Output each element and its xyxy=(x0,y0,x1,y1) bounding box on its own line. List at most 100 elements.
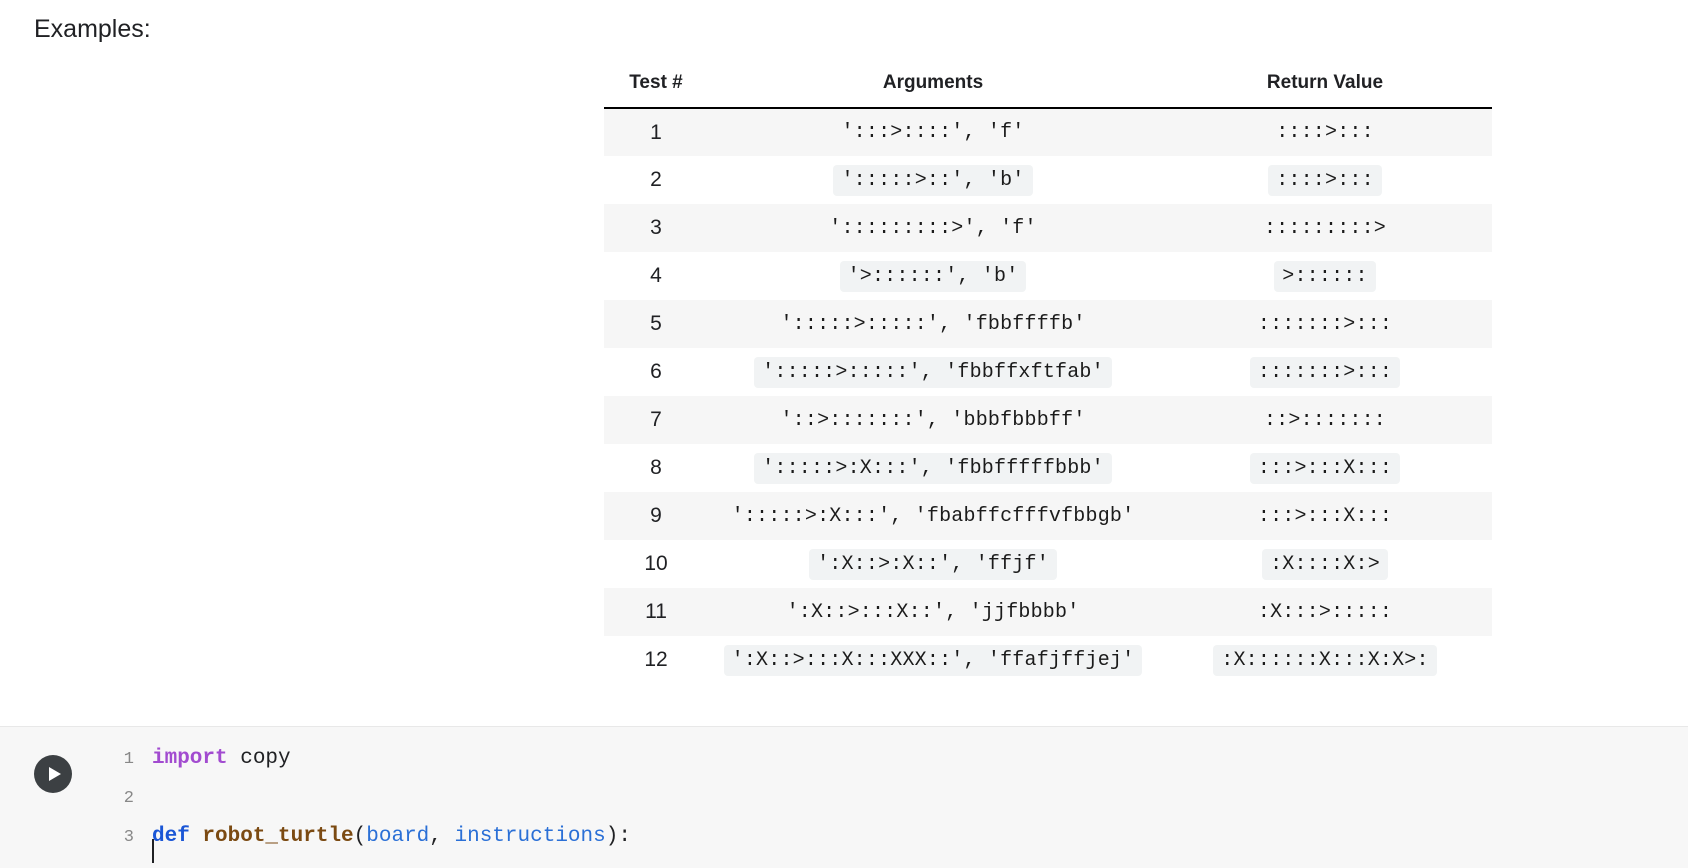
column-header-return-value: Return Value xyxy=(1158,72,1492,109)
code-token xyxy=(190,825,203,848)
arguments-code: ':::::>::', 'b' xyxy=(833,164,1033,196)
table-row: 11 ':X::>:::X::', 'jjfbbbb' :X:::>::::: xyxy=(604,588,1492,636)
code-token: copy xyxy=(227,747,291,770)
cell-test-number: 10 xyxy=(644,552,668,575)
return-value-code: :::>:::X::: xyxy=(1249,452,1401,484)
cell-test-number: 4 xyxy=(650,264,662,287)
cell-arguments: ':::::>:::::', 'fbbffffb' xyxy=(708,300,1158,348)
cell-return-value: :::>:::X::: xyxy=(1158,492,1492,540)
code-token: def xyxy=(152,825,190,848)
table-row: 10 ':X::>:X::', 'ffjf' :X::::X:> xyxy=(604,540,1492,588)
cell-return-value: :::>:::X::: xyxy=(1158,444,1492,492)
table-row: 2 ':::::>::', 'b'::::>::: xyxy=(604,156,1492,204)
code-token: import xyxy=(152,747,228,770)
cell-return-value: :X::::::X:::X:X>: xyxy=(1158,636,1492,684)
arguments-code: ':X::>:::X:::XXX::', 'ffafjffjej' xyxy=(723,644,1143,676)
cell-arguments: ':X::>:::X:::XXX::', 'ffafjffjej' xyxy=(708,636,1158,684)
arguments-code: ':X::>:::X::', 'jjfbbbb' xyxy=(786,600,1080,624)
return-value-code: :::::::>::: xyxy=(1257,312,1393,336)
text-caret xyxy=(152,839,154,863)
table-row: 9 ':::::>:X:::', 'fbabffcfffvfbbgb':::>::… xyxy=(604,492,1492,540)
cell-test-number: 8 xyxy=(650,456,662,479)
cell-arguments: ':::::>:::::', 'fbbffxftfab' xyxy=(708,348,1158,396)
cell-return-value: :X:::>::::: xyxy=(1158,588,1492,636)
arguments-code: '::>:::::::', 'bbbfbbbff' xyxy=(780,408,1086,432)
cell-test-number: 9 xyxy=(650,504,662,527)
code-editor[interactable]: 1 import copy 2 3 def robot_turtle(board, in… xyxy=(108,739,1688,856)
examples-table-container: Test # Arguments Return Value 1 ':::>::::… xyxy=(604,72,1492,684)
examples-heading: Examples: xyxy=(34,15,151,43)
cell-arguments: ':X::>:::X::', 'jjfbbbb' xyxy=(708,588,1158,636)
cell-return-value: :X::::X:> xyxy=(1158,540,1492,588)
cell-arguments: ':::::::::>', 'f' xyxy=(708,204,1158,252)
cell-return-value: ::>::::::: xyxy=(1158,396,1492,444)
code-line: 1 import copy xyxy=(108,739,1688,778)
arguments-code: '>::::::', 'b' xyxy=(839,260,1027,292)
table-row: 6 ':::::>:::::', 'fbbffxftfab':::::::>::: xyxy=(604,348,1492,396)
table-header-row: Test # Arguments Return Value xyxy=(604,72,1492,109)
table-body: 1 ':::>::::', 'f'::::>:::2 ':::::>::', 'b'… xyxy=(604,108,1492,684)
cell-test-number: 6 xyxy=(650,360,662,383)
code-token: ): xyxy=(605,825,631,848)
column-header-arguments: Arguments xyxy=(708,72,1158,109)
return-value-code: :X:::>::::: xyxy=(1257,600,1393,624)
table-header: Test # Arguments Return Value xyxy=(604,72,1492,109)
table-row: 5 ':::::>:::::', 'fbbffffb':::::::>::: xyxy=(604,300,1492,348)
cell-arguments: ':::>::::', 'f' xyxy=(708,108,1158,156)
table-row: 12 ':X::>:::X:::XXX::', 'ffafjffjej' :X:::… xyxy=(604,636,1492,684)
cell-arguments: '>::::::', 'b' xyxy=(708,252,1158,300)
cell-test-number: 3 xyxy=(650,216,662,239)
cell-arguments: ':::::>::', 'b' xyxy=(708,156,1158,204)
code-line: 3 def robot_turtle(board, instructions): xyxy=(108,817,1688,856)
run-cell-button[interactable] xyxy=(34,755,72,793)
return-value-code: :::>:::X::: xyxy=(1257,504,1393,528)
return-value-code: :::::::::> xyxy=(1263,216,1387,240)
cell-arguments: ':::::>:X:::', 'fbabffcfffvfbbgb' xyxy=(708,492,1158,540)
line-number: 1 xyxy=(123,750,134,769)
return-value-code: ::::>::: xyxy=(1276,121,1374,144)
arguments-code: ':::::::::>', 'f' xyxy=(829,216,1037,240)
table-row: 3 ':::::::::>', 'f':::::::::> xyxy=(604,204,1492,252)
return-value-code: :::::::>::: xyxy=(1249,356,1401,388)
return-value-code: ::>::::::: xyxy=(1263,408,1387,432)
arguments-code: ':::>::::', 'f' xyxy=(841,121,1025,144)
return-value-code: ::::>::: xyxy=(1268,164,1382,196)
table-row: 4 '>::::::', 'b' >:::::: xyxy=(604,252,1492,300)
line-number: 2 xyxy=(123,789,134,808)
cell-return-value: :::::::::> xyxy=(1158,204,1492,252)
cell-return-value: ::::>::: xyxy=(1158,156,1492,204)
cell-return-value: ::::>::: xyxy=(1158,108,1492,156)
cell-arguments: '::>:::::::', 'bbbfbbbff' xyxy=(708,396,1158,444)
arguments-code: ':::::>:X:::', 'fbabffcfffvfbbgb' xyxy=(731,504,1135,528)
code-token: ( xyxy=(353,825,367,848)
play-icon xyxy=(49,767,61,781)
cell-return-value: >:::::: xyxy=(1158,252,1492,300)
cell-arguments: ':X::>:X::', 'ffjf' xyxy=(708,540,1158,588)
cell-test-number: 1 xyxy=(650,120,662,144)
cell-test-number: 11 xyxy=(645,600,667,623)
line-number: 3 xyxy=(123,828,134,847)
examples-table: Test # Arguments Return Value 1 ':::>::::… xyxy=(604,72,1492,684)
return-value-code: >:::::: xyxy=(1274,260,1376,292)
return-value-code: :X::::X:> xyxy=(1262,548,1388,580)
return-value-code: :X::::::X:::X:X>: xyxy=(1213,644,1437,676)
cell-test-number: 12 xyxy=(644,648,668,671)
cell-return-value: :::::::>::: xyxy=(1158,300,1492,348)
arguments-code: ':::::>:::::', 'fbbffffb' xyxy=(780,312,1086,336)
code-token: robot_turtle xyxy=(202,825,354,848)
table-row: 7'::>:::::::', 'bbbfbbbff'::>::::::: xyxy=(604,396,1492,444)
table-row: 1 ':::>::::', 'f'::::>::: xyxy=(604,108,1492,156)
cell-test-number: 5 xyxy=(650,312,662,335)
column-header-test: Test # xyxy=(604,72,708,109)
cell-arguments: ':::::>:X:::', 'fbbfffffbbb' xyxy=(708,444,1158,492)
arguments-code: ':::::>:X:::', 'fbbfffffbbb' xyxy=(754,452,1112,484)
cell-return-value: :::::::>::: xyxy=(1158,348,1492,396)
code-token: instructions xyxy=(454,825,606,848)
code-token: , xyxy=(429,825,455,848)
code-token: board xyxy=(366,825,430,848)
code-line: 2 xyxy=(108,778,1688,817)
code-cell-panel: 1 import copy 2 3 def robot_turtle(board, in… xyxy=(0,726,1688,868)
cell-test-number: 2 xyxy=(650,168,662,191)
table-row: 8 ':::::>:X:::', 'fbbfffffbbb':::>:::X::: xyxy=(604,444,1492,492)
